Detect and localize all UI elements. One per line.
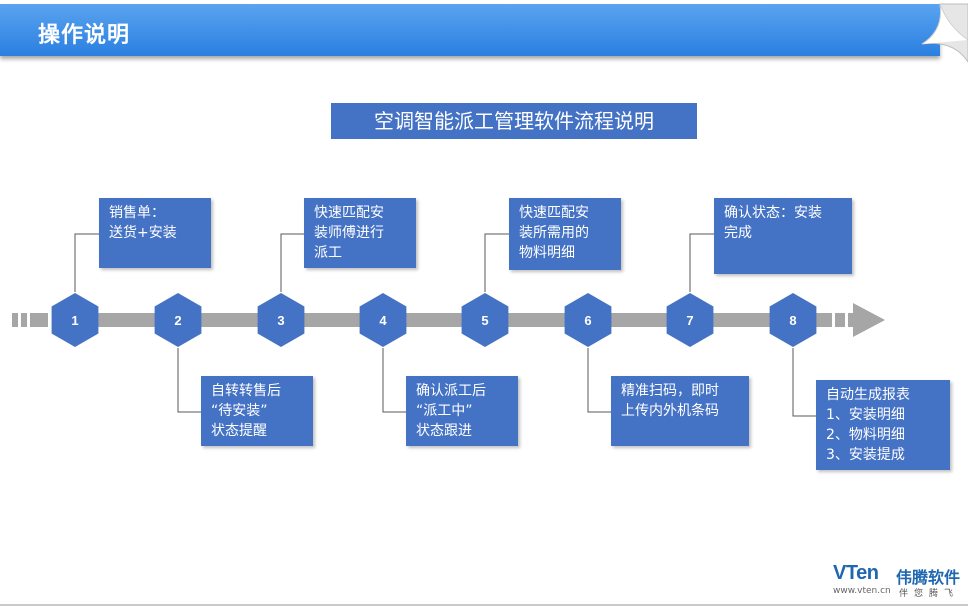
step-box-1: 销售单： 送货+安装 xyxy=(99,198,211,268)
step-number: 7 xyxy=(686,313,693,328)
step-text-line: 确认派工后 xyxy=(416,383,486,399)
lead-dash xyxy=(30,313,48,327)
header-banner: 操作说明 xyxy=(0,0,968,62)
step-text-line: 装所需用的 xyxy=(519,225,589,241)
arrow-shaft xyxy=(52,313,822,327)
step-text-line: 2、物料明细 xyxy=(826,427,905,443)
step-connector xyxy=(74,233,99,292)
step-node-hexagon xyxy=(769,293,817,347)
step-connector xyxy=(177,348,201,413)
logo-brand: VTen xyxy=(833,562,879,584)
page-curl-icon xyxy=(921,3,968,62)
step-node-hexagon xyxy=(257,293,305,347)
step-text-line: “待安装” xyxy=(211,403,268,419)
header-bar xyxy=(0,4,940,56)
step-connector xyxy=(382,348,406,413)
step-box-6: 精准扫码，即时上传内外机条码 xyxy=(611,376,749,446)
step-text-line: 自动生成报表 xyxy=(826,387,910,403)
step-number: 4 xyxy=(379,313,387,328)
step-number: 1 xyxy=(71,313,78,328)
step-text-line: 完成 xyxy=(724,225,752,241)
step-box-7: 确认状态：安装完成 xyxy=(714,198,852,274)
step-text-line: 状态跟进 xyxy=(416,423,472,439)
step-box-5: 快速匹配安装所需用的物料明细 xyxy=(509,198,621,270)
step-connector xyxy=(587,348,611,413)
step-connector xyxy=(280,233,304,292)
step-number: 8 xyxy=(789,313,796,328)
step-text-line: 上传内外机条码 xyxy=(621,403,719,419)
step-text-line: 送货+安装 xyxy=(109,225,177,241)
step-text-line: 快速匹配安 xyxy=(314,205,384,221)
step-text-line: 物料明细 xyxy=(519,245,575,261)
logo-name: 伟腾软件 xyxy=(896,568,961,587)
step-node-hexagon xyxy=(461,293,509,347)
step-text-line: 1、安装明细 xyxy=(826,407,905,423)
step-connector xyxy=(689,233,714,292)
bottom-divider xyxy=(0,604,968,606)
step-box-8: 自动生成报表 1、安装明细 2、物料明细 3、安装提成 xyxy=(816,380,950,470)
step-connector xyxy=(484,233,509,292)
step-text-line: 快速匹配安 xyxy=(519,205,589,221)
step-node-hexagon xyxy=(359,293,407,347)
step-number: 5 xyxy=(481,313,488,328)
diagram-title: 空调智能派工管理软件流程说明 xyxy=(331,103,697,139)
step-text-line: 状态提醒 xyxy=(211,423,267,439)
step-text-line: 精准扫码，即时 xyxy=(621,383,719,399)
lead-dash xyxy=(21,313,27,327)
step-connector xyxy=(792,348,816,417)
step-text-line: 装师傅进行 xyxy=(314,225,384,241)
trail-dash xyxy=(822,313,832,327)
step-box-4: 确认派工后 “派工中” 状态跟进 xyxy=(406,376,518,446)
logo-slogan: 伴您腾飞 xyxy=(899,589,960,599)
company-logo: VTen 伟腾软件 www.vten.cn 伴您腾飞 xyxy=(833,560,963,604)
step-node-hexagon xyxy=(564,293,612,347)
step-text-line: 3、安装提成 xyxy=(826,447,905,463)
step-text-line: 自转转售后 xyxy=(211,383,281,399)
step-text-line: “派工中” xyxy=(416,403,473,419)
step-text-line: 派工 xyxy=(314,245,342,261)
trail-dash xyxy=(848,313,853,327)
page-title: 操作说明 xyxy=(38,23,131,48)
lead-dash xyxy=(12,313,18,327)
trail-dash xyxy=(835,313,845,327)
step-node-hexagon xyxy=(154,293,202,347)
step-number: 3 xyxy=(277,313,284,328)
step-text-line: 确认状态：安装 xyxy=(724,205,822,221)
step-text-line: 销售单： xyxy=(109,205,165,221)
logo-url: www.vten.cn xyxy=(833,586,891,596)
step-number: 2 xyxy=(174,313,181,328)
step-node-hexagon xyxy=(51,293,99,347)
step-box-3: 快速匹配安装师傅进行派工 xyxy=(304,198,416,268)
arrow-head-icon xyxy=(853,303,885,337)
step-box-2: 自转转售后 “待安装” 状态提醒 xyxy=(201,376,313,446)
step-node-hexagon xyxy=(666,293,714,347)
step-number: 6 xyxy=(584,313,591,328)
